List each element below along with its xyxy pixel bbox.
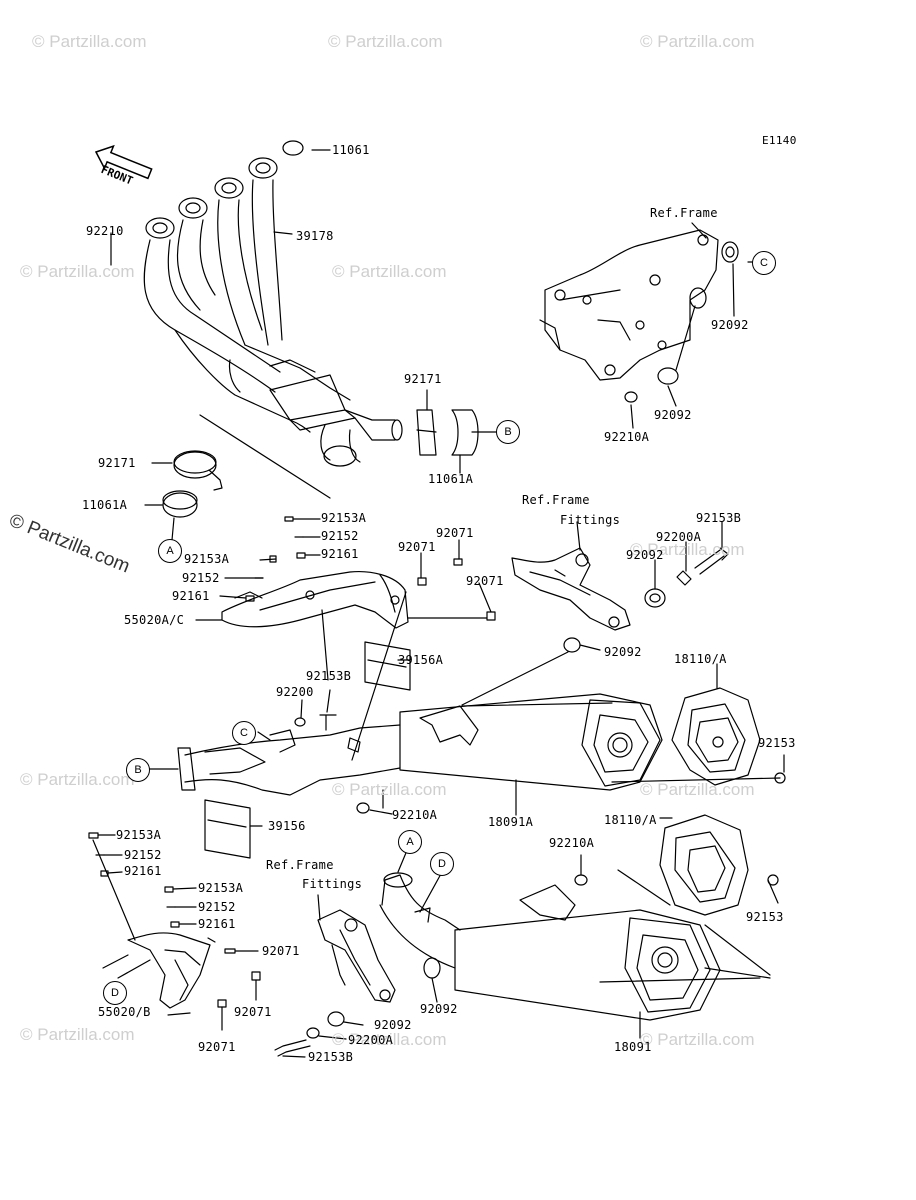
part-label: 92161 [321,547,359,561]
part-label: 18091 [614,1040,652,1054]
watermark: © Partzilla.com [640,32,755,51]
part-label: 92153B [696,511,742,525]
part-label: 92200A [656,530,702,544]
clamp-gasket-a [144,450,223,541]
part-label: 11061A [82,498,128,512]
watermark: © Partzilla.com [20,1025,135,1044]
part-label: 92200 [276,685,314,699]
footrest-fitting-mid [461,521,729,706]
callout-b: B [496,420,520,444]
watermark: © Partzilla.com [332,780,447,799]
part-label: 92071 [262,944,300,958]
callout-c: C [232,721,256,745]
watermark: © Partzilla.com [640,1030,755,1049]
part-label: 92210A [549,836,595,850]
watermark: © Partzilla.com [328,32,443,51]
part-label: 92153 [758,736,796,750]
ref-frame-label: Ref.Frame [650,206,718,220]
part-label: 92210A [392,808,438,822]
callout-a: A [158,539,182,563]
part-label: 92153 [746,910,784,924]
part-label: 92161 [124,864,162,878]
watermark: © Partzilla.com [32,32,147,51]
fittings-label: Fittings [560,513,621,527]
label-plate-39156 [204,799,263,859]
front-arrow [94,144,153,180]
part-label: 18091A [488,815,534,829]
ref-frame-label: Ref.Frame [266,858,334,872]
part-label: 11061 [332,143,370,157]
part-label: 92152 [198,900,236,914]
watermark: © Partzilla.com [332,262,447,281]
part-label: 55020/B [98,1005,151,1019]
watermark: © Partzilla.com [20,262,135,281]
part-label: 92153B [308,1050,354,1064]
footrest-fitting-lower [274,894,396,1058]
muffler-upper [147,689,781,816]
part-label: 92152 [124,848,162,862]
part-label: 92153A [184,552,230,566]
heat-shield-upper [195,516,496,761]
fittings-label: Fittings [302,877,363,891]
part-label: 92161 [198,917,236,931]
callout-c: C [752,251,776,275]
diagram-code: E1140 [762,134,797,147]
watermark: © Partzilla.com [20,770,135,789]
part-label: 92200A [348,1033,394,1047]
part-label: 18110/A [674,652,727,666]
part-label: 11061A [428,472,474,486]
part-label: 92210A [604,430,650,444]
part-label: 92092 [420,1002,458,1016]
part-label: 92171 [404,372,442,386]
end-cap-upper [671,663,786,786]
part-label: 92210 [86,224,124,238]
part-label: 92092 [374,1018,412,1032]
part-label: 18110/A [604,813,657,827]
frame-bracket [539,222,758,429]
part-label: 39156 [268,819,306,833]
muffler-lower [379,814,779,1039]
callout-d: D [103,981,127,1005]
part-label: 92171 [98,456,136,470]
part-label: 92071 [234,1005,272,1019]
part-label: 92153A [116,828,162,842]
part-label: 92092 [711,318,749,332]
callout-a: A [398,830,422,854]
part-label: 92071 [398,540,436,554]
part-label: 92092 [654,408,692,422]
part-label: 92092 [626,548,664,562]
part-label: 92071 [436,526,474,540]
clamp-gasket-b [416,389,497,474]
label-plate-39156A [364,641,411,691]
part-label: 39156A [398,653,444,667]
part-label: 55020A/C [124,613,185,627]
watermark: © Partzilla.com [630,540,745,559]
part-label: 92092 [604,645,642,659]
watermark: © Partzilla.com [332,1030,447,1049]
ref-frame-label: Ref.Frame [522,493,590,507]
part-label: 92152 [182,571,220,585]
part-label: 92153A [321,511,367,525]
part-label: 92071 [198,1040,236,1054]
part-label: 92161 [172,589,210,603]
watermark: © Partzilla.com [640,780,755,799]
header-pipes [143,140,403,467]
part-label: 92152 [321,529,359,543]
part-label: 39178 [296,229,334,243]
part-label: 92153A [198,881,244,895]
heat-shield-lower [88,832,261,1031]
part-label: 92153B [306,669,352,683]
callout-b: B [126,758,150,782]
callout-d: D [430,852,454,876]
part-label: 92071 [466,574,504,588]
